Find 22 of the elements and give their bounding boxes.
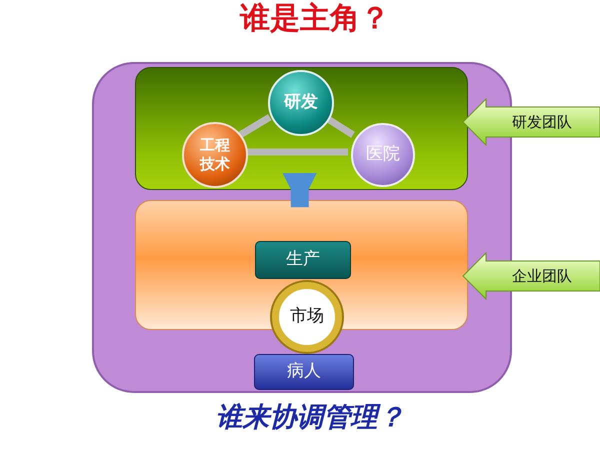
top-panel [135,67,468,190]
arrow [282,172,317,208]
arrow-tag [462,98,600,146]
node-label: 企业团队 [512,266,572,286]
connector-line [245,148,348,156]
caption: 谁来协调管理？ [214,401,406,435]
node-label: 生产 [286,249,320,271]
node-label: 工程技术 [199,136,231,174]
process-box [254,354,354,390]
node-label: 病人 [287,361,321,383]
title: 谁是主角？ [238,0,391,38]
arrow-tag [462,252,600,300]
connector-line [238,114,272,138]
circle-node [272,282,342,352]
node-label: 市场 [290,306,324,328]
middle-panel [135,200,468,330]
node-label: 研发团队 [512,112,572,132]
node-label: 研发 [284,92,318,114]
outer-panel [92,62,512,393]
node-label: 医院 [366,144,400,166]
circle-node [268,70,334,136]
process-box [255,241,351,279]
